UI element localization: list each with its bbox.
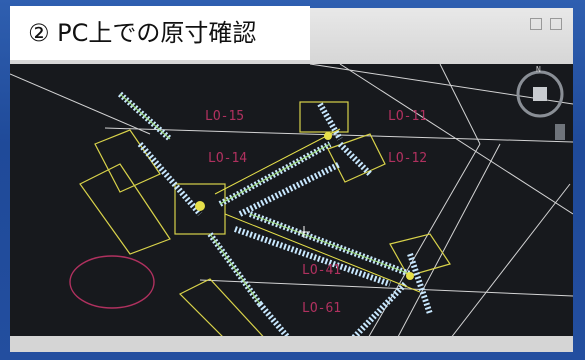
minimize-icon[interactable] xyxy=(530,18,542,30)
member-outlines xyxy=(79,101,451,352)
construction-lines xyxy=(10,63,573,352)
label-lo-15: LO-15 xyxy=(205,109,244,124)
slide-caption: ② PC上での原寸確認 xyxy=(10,6,310,60)
close-icon[interactable] xyxy=(550,18,562,30)
svg-text:N: N xyxy=(536,65,541,74)
member-labels: LO-15 LO-11 LO-14 LO-12 LO-41 LO-61 xyxy=(205,109,427,316)
section-ellipse xyxy=(69,255,155,309)
label-lo-41: LO-41 xyxy=(302,263,341,278)
label-lo-12: LO-12 xyxy=(388,151,427,166)
joint-nodes xyxy=(195,132,414,280)
compass-icon[interactable] xyxy=(555,124,565,140)
cad-drawing-area[interactable]: LO-15 LO-11 LO-14 LO-12 LO-41 LO-61 N xyxy=(10,63,573,352)
label-lo-11: LO-11 xyxy=(388,109,427,124)
status-bar xyxy=(10,336,573,352)
label-lo-61: LO-61 xyxy=(302,301,341,316)
navigation-cube-icon[interactable]: N xyxy=(516,65,564,118)
label-lo-14: LO-14 xyxy=(208,151,247,166)
crosshair-cursor xyxy=(298,226,310,238)
cad-drawing: LO-15 LO-11 LO-14 LO-12 LO-41 LO-61 N xyxy=(10,63,573,352)
monitor-screen: LO-15 LO-11 LO-14 LO-12 LO-41 LO-61 N xyxy=(10,8,573,352)
